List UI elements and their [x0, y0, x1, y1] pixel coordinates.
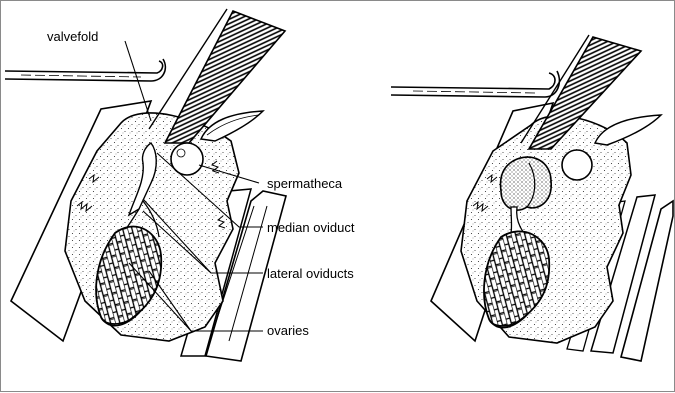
label-valvefold: valvefold [47, 29, 98, 44]
label-lateral-oviducts: lateral oviducts [267, 266, 354, 281]
right-dissection [391, 35, 673, 361]
right-spermatheca [562, 150, 592, 180]
label-median-oviduct: median oviduct [267, 220, 354, 235]
label-spermatheca: spermatheca [267, 176, 342, 191]
right-swollen-oviduct [501, 157, 552, 210]
left-forceps [5, 59, 165, 81]
label-ovaries: ovaries [267, 323, 309, 338]
left-dissection [5, 9, 286, 361]
